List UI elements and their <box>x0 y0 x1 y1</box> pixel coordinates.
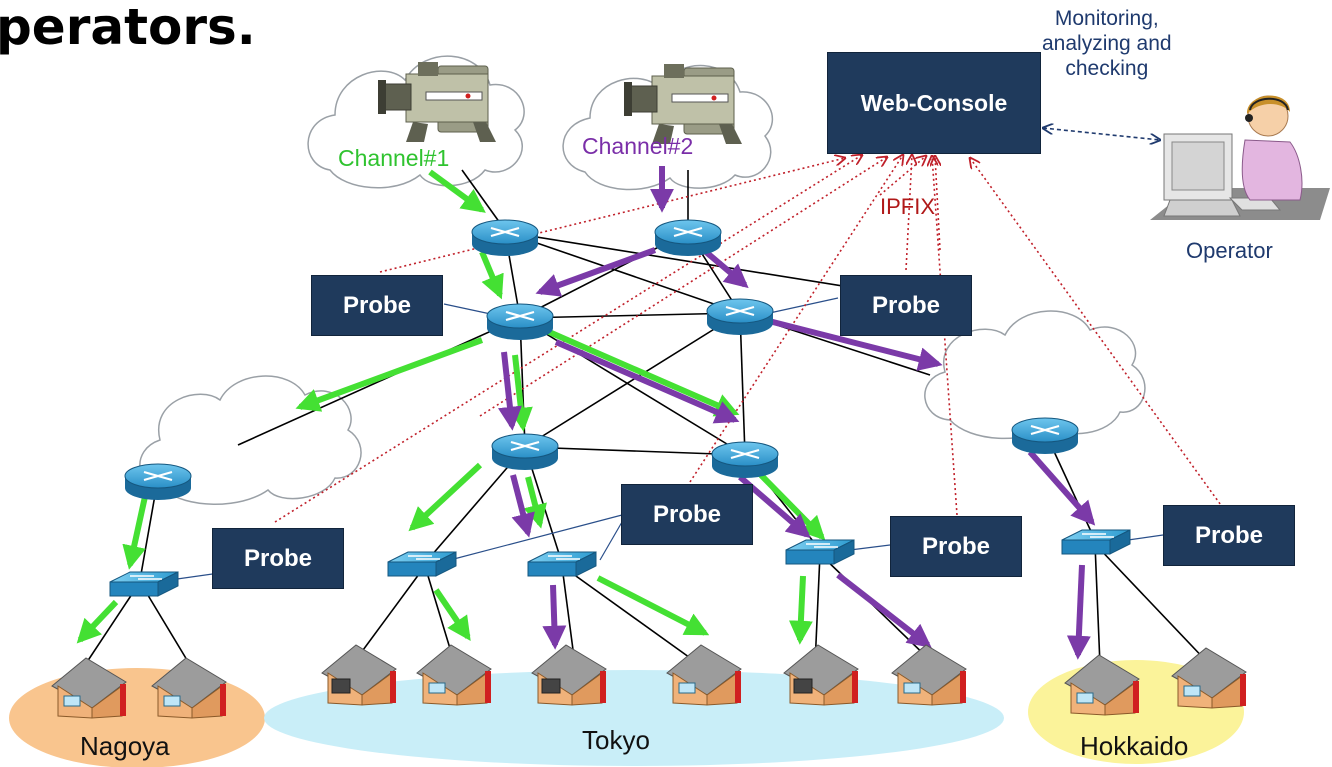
router-1 <box>471 219 539 256</box>
router-7 <box>124 463 192 500</box>
probe-box: Probe <box>890 516 1022 577</box>
house-icon <box>416 644 492 706</box>
router-5 <box>491 433 559 470</box>
switch-3 <box>527 551 597 577</box>
web-console-box: Web-Console <box>827 52 1041 154</box>
house-icon <box>531 644 607 706</box>
region-label-hokkaido: Hokkaido <box>1080 731 1189 761</box>
switch-5 <box>1061 529 1131 555</box>
router-2 <box>654 219 722 256</box>
probe-box: Probe <box>311 275 443 336</box>
region-label-nagoya: Nagoya <box>80 731 170 761</box>
house-icon <box>1064 654 1140 716</box>
houses <box>51 644 1247 719</box>
house-icon <box>1171 647 1247 709</box>
house-icon <box>783 644 859 706</box>
ipfix-label: IPFIX <box>880 194 936 219</box>
switch-2 <box>387 551 457 577</box>
switch-1 <box>109 571 179 597</box>
channel1-flow <box>76 169 826 645</box>
house-icon <box>321 644 397 706</box>
camera-channel2 <box>624 64 742 144</box>
house-icon <box>151 657 227 719</box>
routers <box>124 219 1079 500</box>
probe-box: Probe <box>212 528 344 589</box>
console-operator-link <box>1043 128 1160 140</box>
camera-channel1 <box>378 62 496 142</box>
house-icon <box>891 644 967 706</box>
operator-icon <box>1150 95 1330 220</box>
monitoring-note: Monitoring, analyzing and checking <box>1042 7 1172 81</box>
switch-4 <box>785 539 855 565</box>
channel2-label: Channel#2 <box>582 133 694 159</box>
probe-box: Probe <box>1163 505 1295 566</box>
operator-label: Operator <box>1186 238 1273 263</box>
network-links <box>84 169 1211 666</box>
router-4 <box>706 298 774 335</box>
web-console-label: Web-Console <box>860 89 1008 116</box>
channel1-label: Channel#1 <box>338 145 450 171</box>
region-label-tokyo: Tokyo <box>582 725 650 755</box>
router-3 <box>486 303 554 340</box>
probe-box: Probe <box>621 484 753 545</box>
probe-box: Probe <box>840 275 972 336</box>
router-6 <box>711 441 779 478</box>
house-icon <box>51 657 127 719</box>
router-8 <box>1011 417 1079 454</box>
house-icon <box>666 644 742 706</box>
switches <box>109 529 1131 597</box>
page-title: perators. <box>0 0 256 56</box>
